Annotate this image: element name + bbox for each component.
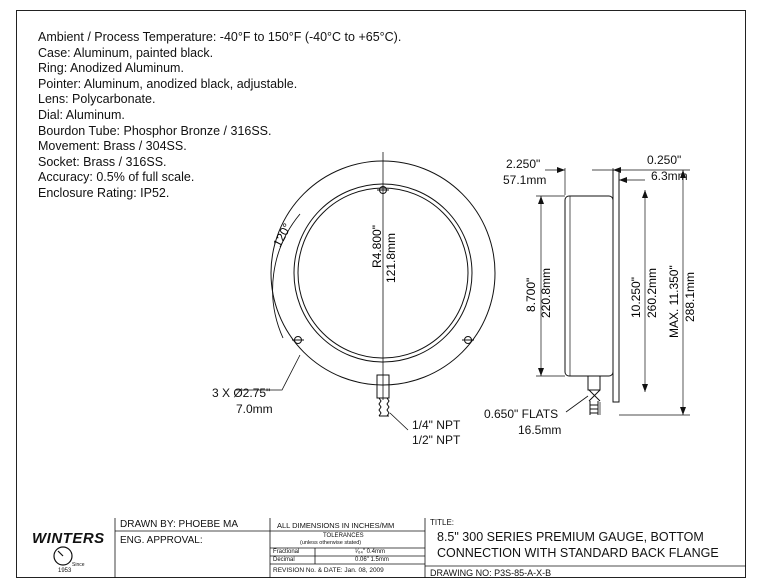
fractional-value: ¹⁄₆₄" 0.4mm bbox=[355, 549, 386, 555]
radius-inch-label: R4.800" bbox=[370, 225, 384, 268]
max-inch-label: MAX. 11.350" bbox=[667, 265, 681, 338]
angle-arc bbox=[272, 213, 301, 339]
title-block-grid bbox=[114, 518, 746, 578]
arrowheads bbox=[538, 167, 686, 415]
revision-date: REVISION No. & DATE: Jan. 08, 2009 bbox=[273, 567, 384, 574]
title-line-2: CONNECTION WITH STANDARD BACK FLANGE bbox=[437, 546, 719, 560]
thread-lines bbox=[378, 397, 390, 417]
spec-line: Accuracy: 0.5% of full scale. bbox=[38, 170, 195, 185]
flats-mm-label: 16.5mm bbox=[518, 423, 562, 437]
spec-line: Enclosure Rating: IP52. bbox=[38, 185, 170, 200]
spec-line: Dial: Aluminum. bbox=[38, 107, 125, 122]
socket-body bbox=[376, 374, 390, 399]
dimensions-note: ALL DIMENSIONS IN INCHES/MM bbox=[277, 521, 395, 530]
fractional-label: Fractional bbox=[273, 549, 300, 555]
flange-mm-label: 6.3mm bbox=[651, 169, 688, 183]
case-body bbox=[564, 195, 614, 377]
spec-line: Ambient / Process Temperature: -40°F to … bbox=[38, 30, 402, 44]
tolerances-heading: TOLERANCES bbox=[323, 533, 364, 539]
title-label: TITLE: bbox=[430, 518, 455, 527]
logo-year: 1953 bbox=[58, 568, 72, 574]
flats-leader bbox=[565, 395, 589, 413]
drawing-sheet-border bbox=[16, 10, 746, 578]
depth-mm-label: 57.1mm bbox=[503, 173, 547, 187]
radius-mm-label: 121.8mm bbox=[384, 233, 398, 283]
angle-label: 120° bbox=[270, 221, 294, 250]
bolt-inch-label: 10.250" bbox=[629, 277, 643, 318]
holes-mm-label: 7.0mm bbox=[236, 402, 273, 416]
logo-since: Since bbox=[72, 562, 85, 568]
spec-line: Case: Aluminum, painted black. bbox=[38, 45, 214, 60]
spec-line: Socket: Brass / 316SS. bbox=[38, 154, 167, 169]
drawing-number: DRAWING NO: P3S-85-A-X-B bbox=[430, 568, 552, 578]
side-socket bbox=[587, 375, 601, 391]
spec-line: Ring: Anodized Aluminum. bbox=[38, 61, 184, 76]
depth-inch-label: 2.250" bbox=[506, 157, 541, 171]
max-mm-label: 288.1mm bbox=[683, 272, 697, 322]
winters-logo bbox=[53, 546, 73, 566]
case-mm-label: 220.8mm bbox=[539, 268, 553, 318]
decimal-value: 0.06" 1.5mm bbox=[355, 557, 389, 563]
decimal-label: Decimal bbox=[273, 557, 295, 563]
title-line-1: 8.5" 300 SERIES PREMIUM GAUGE, BOTTOM bbox=[437, 530, 704, 544]
spec-line: Lens: Polycarbonate. bbox=[38, 92, 156, 107]
back-flange bbox=[612, 169, 620, 403]
spec-line: Pointer: Aluminum, anodized black, adjus… bbox=[38, 76, 298, 91]
npt-half-label: 1/2" NPT bbox=[412, 433, 461, 447]
spec-line: Bourdon Tube: Phosphor Bronze / 316SS. bbox=[38, 123, 272, 138]
logo-wordmark: WINTERS bbox=[32, 530, 105, 547]
side-thread bbox=[589, 401, 599, 415]
drawn-by: DRAWN BY: PHOEBE MA bbox=[120, 519, 238, 530]
case-inch-label: 8.700" bbox=[524, 278, 538, 312]
hole-leader bbox=[236, 354, 301, 391]
flats-x bbox=[588, 389, 601, 402]
eng-approval: ENG. APPROVAL: bbox=[120, 535, 203, 546]
holes-inch-label: 3 X Ø2.75" bbox=[212, 386, 271, 400]
tolerances-note: (unless otherwise stated) bbox=[300, 540, 362, 546]
npt-quarter-label: 1/4" NPT bbox=[412, 418, 461, 432]
front-view bbox=[236, 152, 496, 431]
bolt-mm-label: 260.2mm bbox=[645, 268, 659, 318]
side-view bbox=[536, 168, 690, 416]
spec-list: Ambient / Process Temperature: -40°F to … bbox=[38, 30, 401, 202]
flange-inch-label: 0.250" bbox=[647, 153, 682, 167]
flats-inch-label: 0.650" FLATS bbox=[484, 407, 559, 421]
spec-line: Movement: Brass / 304SS. bbox=[38, 139, 187, 154]
npt-leader bbox=[389, 412, 409, 431]
